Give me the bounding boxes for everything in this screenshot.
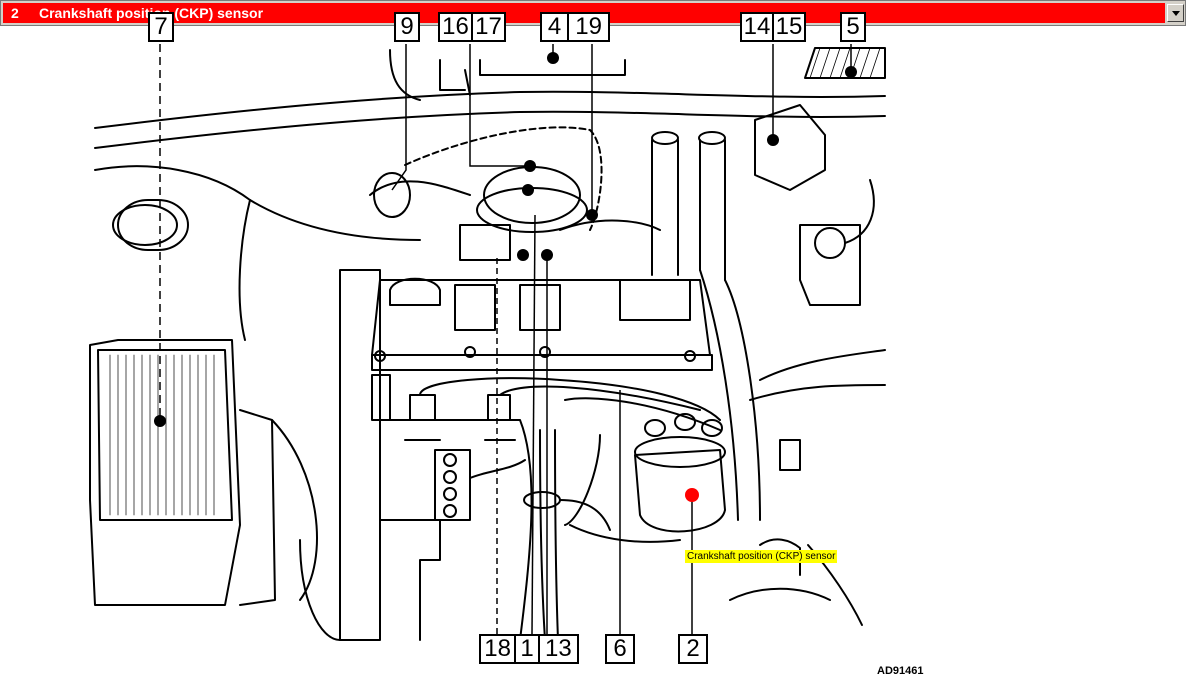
callout-6-label: 6 <box>613 635 627 662</box>
callout-14-15[interactable]: 14 15 <box>740 12 806 42</box>
figure-reference: AD91461 <box>877 665 924 677</box>
callout-19-label: 19 <box>567 14 608 40</box>
engine-diagram <box>89 44 886 641</box>
callout-15-label: 15 <box>772 14 804 40</box>
ignition-coil <box>754 104 826 191</box>
callout-13-label: 13 <box>537 636 577 662</box>
callout-2-label: 2 <box>686 635 700 662</box>
ckp-sensor-marker <box>685 488 699 502</box>
callout-9[interactable]: 9 <box>394 12 420 42</box>
callout-5-label: 5 <box>846 13 860 40</box>
firewall-outline <box>94 165 421 241</box>
valve-cover <box>371 279 711 356</box>
callout-17-label: 17 <box>471 14 504 40</box>
battery-box <box>117 199 189 251</box>
callout-16-label: 16 <box>442 13 469 40</box>
diagram-canvas: 7 9 16 17 4 19 14 15 5 18 1 13 6 2 Crank… <box>0 12 1188 677</box>
leader-1 <box>531 214 536 635</box>
distributor <box>634 449 726 533</box>
callout-14-label: 14 <box>743 13 771 40</box>
chevron-down-icon <box>1172 11 1180 16</box>
callout-2[interactable]: 2 <box>678 634 708 664</box>
callout-4-label: 4 <box>547 13 562 40</box>
callout-16-17[interactable]: 16 17 <box>438 12 506 42</box>
ecm-module <box>97 349 233 521</box>
throttle-housing <box>483 166 581 224</box>
callout-4-19[interactable]: 4 19 <box>540 12 610 42</box>
part-number: 2 <box>11 5 19 21</box>
ckp-sensor-tooltip: Crankshaft position (CKP) sensor <box>685 550 838 563</box>
callout-9-label: 9 <box>400 13 414 40</box>
callout-7[interactable]: 7 <box>148 12 174 42</box>
callout-1-label: 1 <box>514 636 538 662</box>
callout-6[interactable]: 6 <box>605 634 635 664</box>
callout-18-label: 18 <box>484 635 511 662</box>
callout-5[interactable]: 5 <box>840 12 866 42</box>
dropdown-button[interactable] <box>1167 4 1184 22</box>
leader-9 <box>391 44 407 191</box>
callout-18-1-13[interactable]: 18 1 13 <box>479 634 579 664</box>
callout-7-label: 7 <box>154 13 168 40</box>
intake-pipe <box>94 90 886 129</box>
leader-16-17 <box>469 44 530 167</box>
